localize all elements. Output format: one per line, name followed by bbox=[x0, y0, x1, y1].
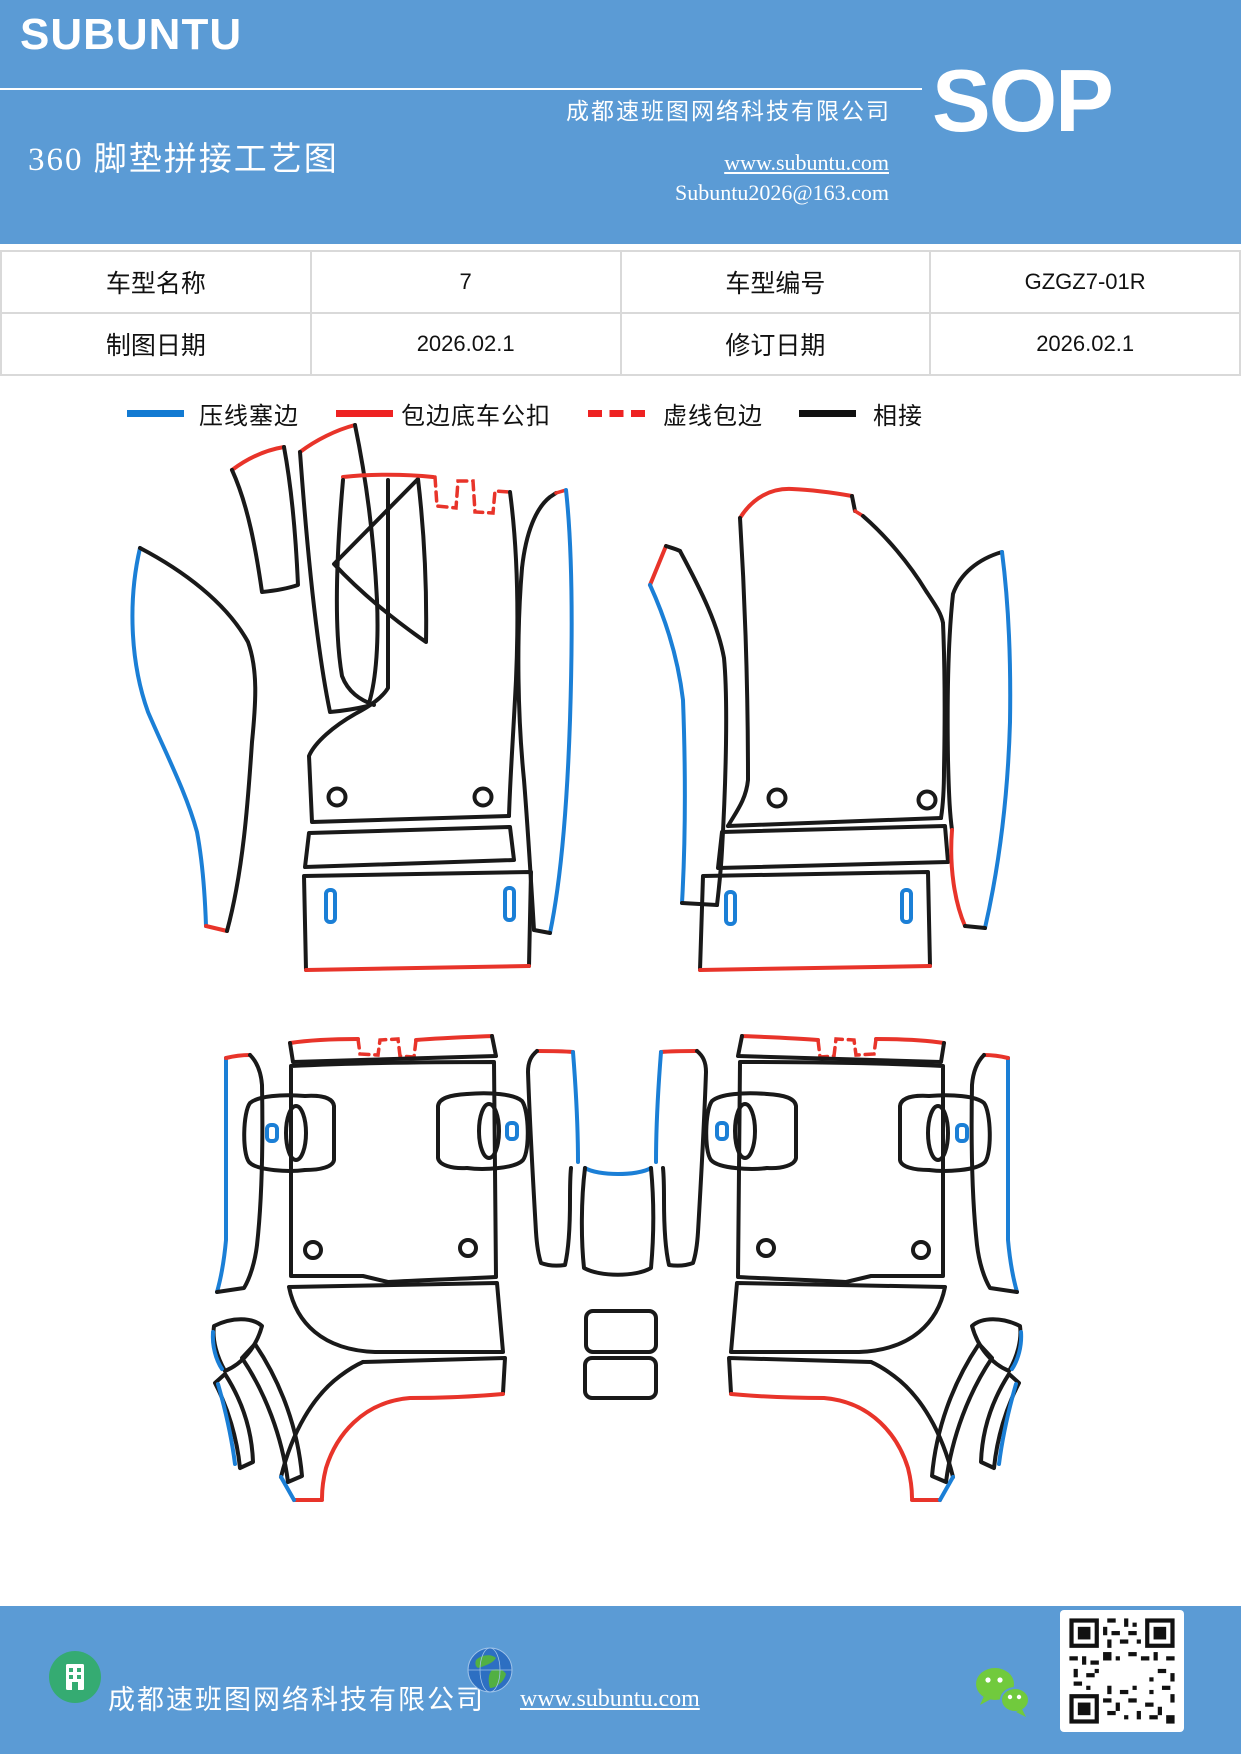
header-company-name: 成都速班图网络科技有限公司 bbox=[566, 99, 891, 124]
company-building-icon bbox=[49, 1651, 101, 1703]
rear-left-mat bbox=[210, 1034, 530, 1502]
rear-right-mat bbox=[704, 1034, 1024, 1502]
sop-label: SOP bbox=[932, 51, 1114, 150]
legend-label: 相接 bbox=[873, 404, 923, 430]
revision-date-value: 2026.02.1 bbox=[929, 312, 1241, 376]
draw-date-label: 制图日期 bbox=[0, 312, 312, 376]
legend-swatch-red-line bbox=[336, 410, 393, 417]
footer-website-link[interactable]: www.subuntu.com bbox=[520, 1686, 700, 1712]
table-row: 车型名称 7 车型编号 GZGZ7-01R bbox=[0, 250, 1241, 314]
legend-label: 压线塞边 bbox=[199, 404, 299, 430]
front-right-mat bbox=[648, 486, 1013, 972]
center-tunnel-mat bbox=[579, 1166, 658, 1400]
header-website-link[interactable]: www.subuntu.com bbox=[724, 150, 889, 175]
model-code-value: GZGZ7-01R bbox=[929, 250, 1241, 314]
header-email: Subuntu2026@163.com bbox=[675, 180, 889, 205]
page-title: 360 脚垫拼接工艺图 bbox=[28, 142, 339, 178]
legend-swatch-black-line bbox=[799, 410, 856, 417]
center-small-piece bbox=[583, 1356, 658, 1400]
model-code-label: 车型编号 bbox=[619, 250, 932, 314]
revision-date-label: 修订日期 bbox=[619, 312, 932, 376]
model-name-value: 7 bbox=[309, 250, 622, 314]
globe-icon bbox=[467, 1647, 513, 1693]
legend-label: 虚线包边 bbox=[663, 404, 763, 430]
header-divider bbox=[0, 88, 922, 90]
legend-label: 包边底车公扣 bbox=[401, 404, 551, 430]
wechat-icon bbox=[976, 1668, 1030, 1717]
center-left-strip bbox=[526, 1049, 580, 1268]
center-small-piece bbox=[584, 1309, 658, 1354]
draw-date-value: 2026.02.1 bbox=[309, 312, 622, 376]
center-right-strip bbox=[654, 1049, 708, 1268]
front-left-mat bbox=[130, 423, 574, 972]
qr-code bbox=[1060, 1610, 1184, 1732]
model-name-label: 车型名称 bbox=[0, 250, 312, 314]
legend-swatch-blue-line bbox=[127, 410, 184, 417]
legend-swatch-red-dashed-line bbox=[588, 410, 645, 417]
footer: 成都速班图网络科技有限公司 www.subuntu.com bbox=[0, 1606, 1241, 1754]
vehicle-info-table: 车型名称 7 车型编号 GZGZ7-01R 制图日期 2026.02.1 修订日… bbox=[0, 250, 1241, 376]
brand-logo: SUBUNTU bbox=[20, 10, 243, 59]
footer-company-name: 成都速班图网络科技有限公司 bbox=[108, 1685, 485, 1715]
table-row: 制图日期 2026.02.1 修订日期 2026.02.1 bbox=[0, 312, 1241, 376]
header: SUBUNTU 360 脚垫拼接工艺图 成都速班图网络科技有限公司 www.su… bbox=[0, 0, 1241, 244]
